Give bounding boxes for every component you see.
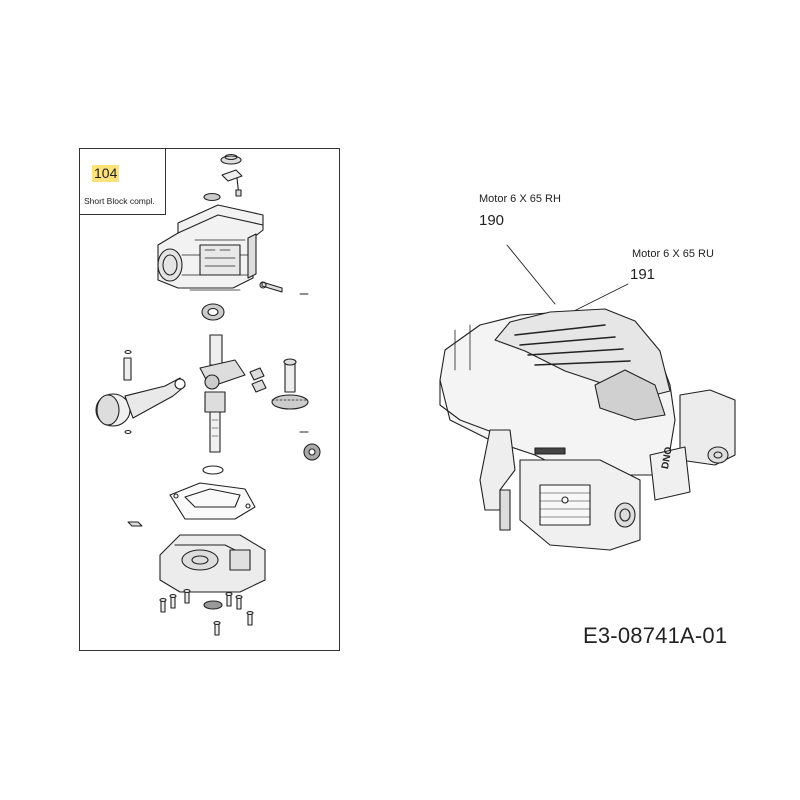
sump-cover — [127, 521, 266, 593]
crankcase-block — [157, 204, 264, 291]
drawing-code: E3-08741A-01 — [583, 623, 728, 648]
piston-assembly — [95, 349, 186, 435]
part-callout-box-104: 104 Short Block compl. — [80, 149, 166, 215]
camshaft — [249, 358, 309, 410]
leader-line-190 — [506, 244, 556, 305]
callout-label-191: Motor 6 X 65 RU — [632, 248, 714, 260]
top-small-parts — [203, 153, 243, 202]
part-number-190[interactable]: 190 — [479, 212, 505, 229]
engine-illustration — [439, 308, 736, 551]
oil-seal-bottom — [203, 600, 223, 610]
part-description-104: Short Block compl. — [84, 196, 155, 206]
governor-gear — [299, 431, 321, 461]
leader-line-191 — [571, 283, 629, 313]
part-number-191[interactable]: 191 — [630, 266, 656, 283]
lever-parts — [259, 281, 309, 295]
part-number-104[interactable]: 104 — [92, 165, 120, 182]
crankshaft — [199, 334, 246, 453]
washer — [202, 465, 224, 475]
callout-label-190: Motor 6 X 65 RH — [479, 193, 561, 205]
gasket — [169, 482, 256, 520]
sump-bolts — [159, 588, 254, 636]
